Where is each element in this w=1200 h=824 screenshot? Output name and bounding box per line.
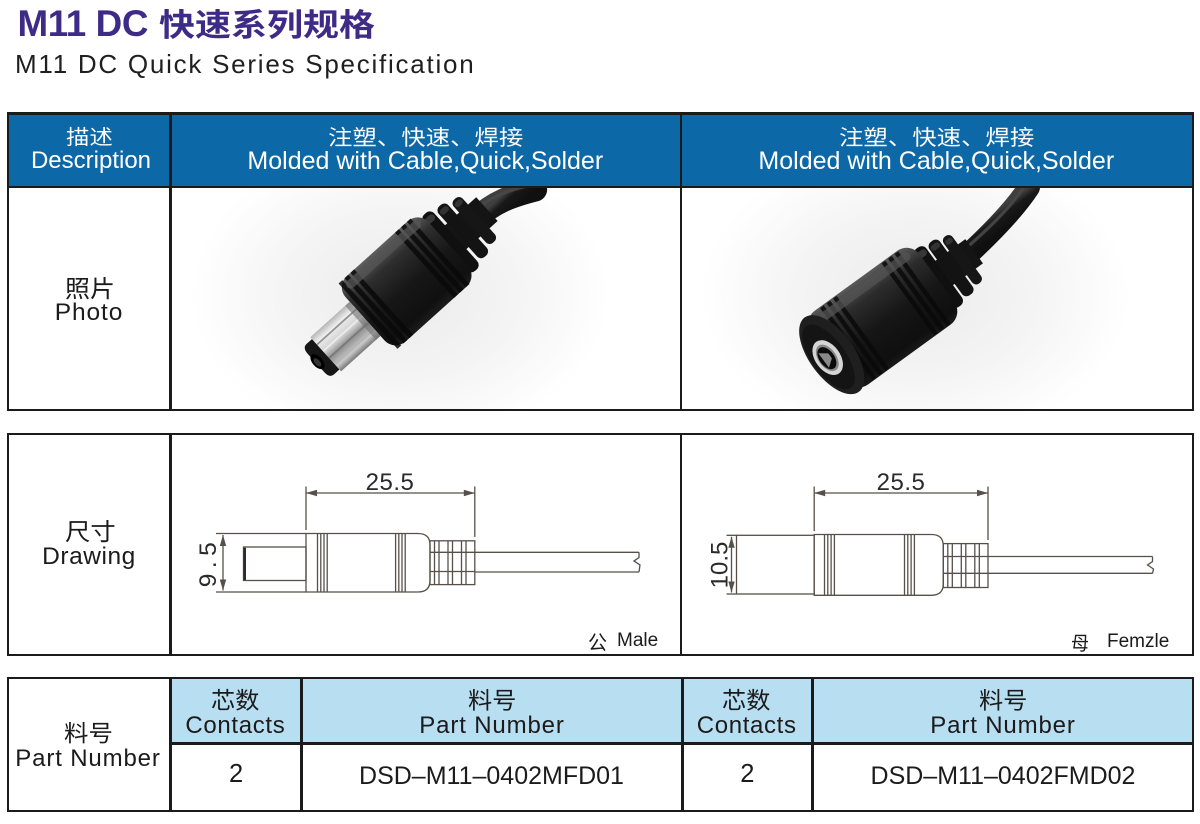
svg-text:25.5: 25.5 (876, 469, 925, 496)
svg-text:25.5: 25.5 (366, 469, 415, 496)
svg-text:10.5: 10.5 (706, 542, 733, 589)
svg-text:9.5: 9.5 (195, 537, 222, 588)
